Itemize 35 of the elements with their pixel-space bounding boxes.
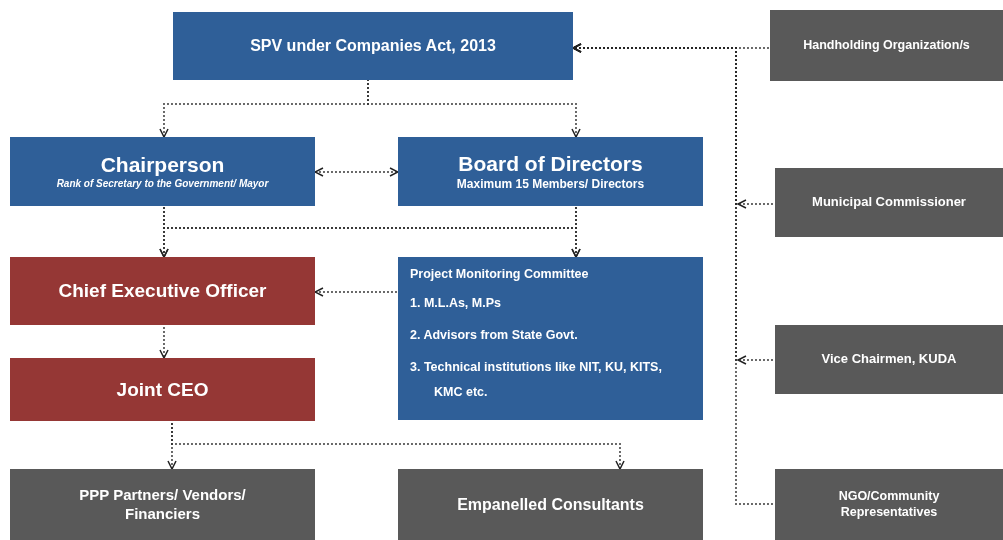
box-subtitle: Maximum 15 Members/ Directors	[456, 177, 645, 193]
dotted-arrow	[571, 205, 581, 258]
box-title: Vice Chairmen, KUDA	[821, 351, 957, 368]
box-title: PPP Partners/ Vendors/ Financiers	[78, 485, 247, 524]
stakeholder-box	[775, 325, 1003, 394]
stakeholder-box	[775, 469, 1003, 540]
box-title: SPV under Companies Act, 2013	[250, 36, 496, 56]
stakeholder-box	[775, 168, 1003, 237]
committee-heading: Project Monitoring Committee	[410, 266, 589, 283]
list-item: 2. Advisors from State Govt.	[410, 326, 578, 344]
box-title: Chief Executive Officer	[58, 279, 267, 303]
box-title: Joint CEO	[116, 377, 209, 402]
dotted-arrow	[159, 324, 169, 359]
list-item: 3. Technical institutions like NIT, KU, KITS, KMC etc.	[410, 358, 663, 401]
list-item: 1. M.L.As, M.Ps	[410, 294, 501, 312]
org-box	[398, 137, 703, 206]
box-title: Chairperson	[100, 152, 225, 179]
stakeholder-box	[398, 469, 703, 540]
box-title: Handholding Organization/s	[803, 37, 970, 54]
box-title: Empanelled Consultants	[457, 494, 644, 515]
executive-box	[10, 257, 315, 325]
stakeholder-box	[10, 469, 315, 540]
box-subtitle: Rank of Secretary to the Government/ Mayor	[56, 178, 269, 191]
dotted-arrow	[314, 167, 399, 177]
org-box	[10, 137, 315, 206]
dotted-arrow	[314, 287, 399, 297]
executive-box	[10, 358, 315, 421]
stakeholder-box	[770, 10, 1003, 81]
committee-box	[398, 257, 703, 420]
box-title: NGO/Community Representatives	[837, 488, 941, 521]
dotted-arrow	[171, 420, 625, 470]
box-title: Municipal Commissioner	[812, 194, 966, 211]
org-box	[173, 12, 573, 80]
box-title: Board of Directors	[458, 150, 643, 177]
dotted-arrow	[572, 43, 776, 505]
